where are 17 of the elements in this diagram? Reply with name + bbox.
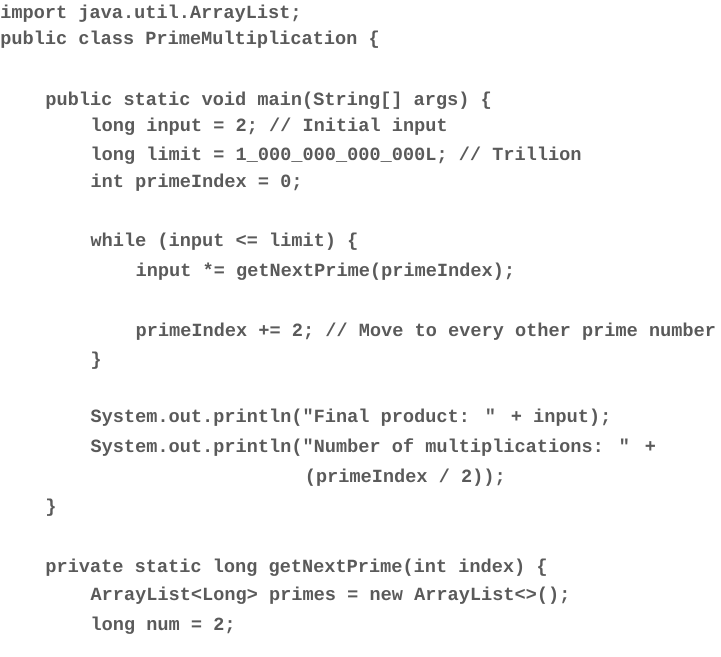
- code-line: System.out.println("Final product: " + input);: [90, 408, 608, 426]
- code-line: private static long getNextPrime(int index) {: [46, 558, 546, 576]
- code-line: import java.util.ArrayList;: [1, 4, 298, 22]
- code-line: ArrayList<Long> primes = new ArrayList<>();: [90, 586, 567, 604]
- code-line: }: [47, 498, 55, 516]
- code-line: }: [92, 352, 100, 369]
- code-line: int primeIndex = 0;: [92, 174, 299, 191]
- code-line: System.out.println("Number of multiplications: " +: [90, 438, 655, 456]
- code-line: public class PrimeMultiplication {: [1, 30, 378, 48]
- code-line: long num = 2;: [92, 616, 232, 634]
- code-line: public static void main(String[] args) {: [46, 92, 490, 109]
- code-line: primeIndex += 2; // Move to every other prime number: [136, 322, 715, 340]
- code-line: (primeIndex / 2));: [308, 468, 502, 486]
- code-line: long limit = 1_000_000_000_000L; // Trillion: [92, 146, 580, 164]
- code-line: long input = 2; // Initial input: [92, 118, 446, 135]
- code-line: input *= getNextPrime(primeIndex);: [136, 262, 512, 280]
- code-line: while (input <= limit) {: [90, 232, 357, 250]
